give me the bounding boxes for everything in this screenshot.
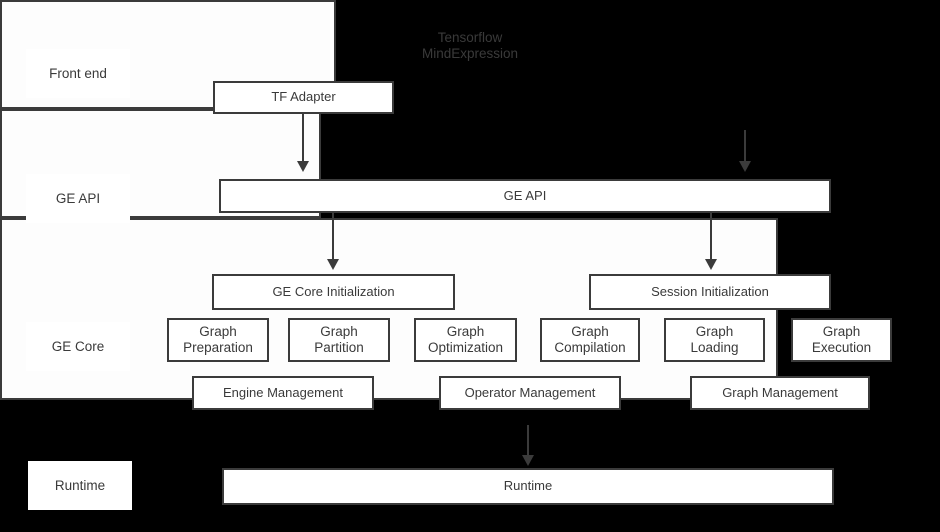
node-graph-partition[interactable]: Graph Partition — [288, 318, 390, 362]
connector-mindexpression-to-ge-api — [744, 130, 746, 163]
arrowhead-mindexpression-to-ge-api — [739, 161, 751, 172]
node-ge-api[interactable]: GE API — [219, 179, 831, 213]
node-graph-optimization[interactable]: Graph Optimization — [414, 318, 517, 362]
node-tf-adapter[interactable]: TF Adapter — [213, 81, 394, 114]
tier-label-ge-api: GE API — [26, 174, 130, 223]
mindexpression-title: MindExpression — [421, 46, 519, 61]
arrowhead-ge-api-to-ge-core-init — [327, 259, 339, 270]
tier-label-runtime: Runtime — [28, 461, 132, 510]
tier-label-front-end: Front end — [26, 49, 130, 98]
node-graph-compilation[interactable]: Graph Compilation — [540, 318, 640, 362]
tier-label-ge-core: GE Core — [26, 322, 130, 371]
connector-tf-adapter-to-ge-api — [302, 114, 304, 163]
node-ge-core-initialization[interactable]: GE Core Initialization — [212, 274, 455, 310]
node-engine-management[interactable]: Engine Management — [192, 376, 374, 410]
node-runtime[interactable]: Runtime — [222, 468, 834, 505]
node-graph-loading[interactable]: Graph Loading — [664, 318, 765, 362]
arrowhead-ge-api-to-session-init — [705, 259, 717, 270]
connector-ge-api-to-ge-core-init — [332, 213, 334, 260]
node-session-initialization[interactable]: Session Initialization — [589, 274, 831, 310]
arrowhead-ge-core-to-runtime — [522, 455, 534, 466]
node-graph-management[interactable]: Graph Management — [690, 376, 870, 410]
connector-ge-core-to-runtime — [527, 425, 529, 457]
node-graph-execution[interactable]: Graph Execution — [791, 318, 892, 362]
arrowhead-tf-adapter-to-ge-api — [297, 161, 309, 172]
connector-ge-api-to-session-init — [710, 213, 712, 260]
tensorflow-title: Tensorflow — [437, 30, 503, 45]
node-graph-preparation[interactable]: Graph Preparation — [167, 318, 269, 362]
node-operator-management[interactable]: Operator Management — [439, 376, 621, 410]
